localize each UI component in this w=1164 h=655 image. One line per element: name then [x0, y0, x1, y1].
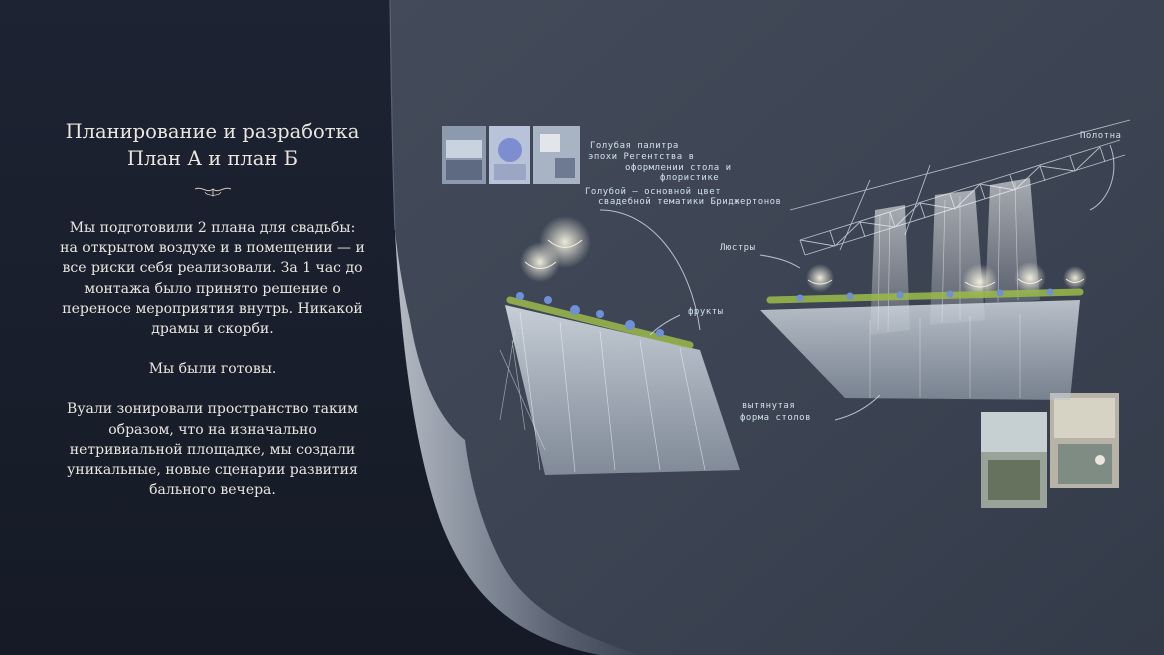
mood-photos-bottom	[981, 393, 1119, 508]
paragraph-veils: Вуали зонировали пространство таким обра…	[67, 401, 358, 499]
left-text-panel: Планирование и разработка План А и план …	[60, 118, 365, 520]
note-curtains: Полотна	[1080, 131, 1121, 141]
page-curl-highlight	[395, 230, 640, 655]
note-color-1: Голубой — основной цвет	[585, 186, 721, 197]
chandeliers-sketch	[520, 216, 1087, 300]
page-edge	[389, 0, 396, 231]
note-palette-1: Голубая палитра	[590, 140, 679, 151]
paragraph-plans: Мы подготовили 2 плана для свадьбы: на о…	[60, 220, 365, 338]
long-table-left	[499, 292, 740, 475]
note-chandeliers: Люстры	[720, 243, 756, 253]
title-line-2: План А и план Б	[127, 147, 298, 170]
annotation-arrows	[599, 144, 1115, 421]
note-tables-1: вытянутая	[742, 401, 795, 411]
note-palette-4: флористике	[660, 173, 719, 183]
page-title: Планирование и разработка План А и план …	[60, 118, 365, 172]
note-tables-2: форма столов	[740, 413, 811, 423]
note-palette-2: эпохи Регентства в	[588, 152, 695, 162]
note-color-2: свадебной тематики Бриджертонов	[598, 196, 781, 207]
mood-photos-top	[442, 126, 580, 184]
truss-sketch	[789, 119, 1131, 256]
note-palette-3: оформлении стола и	[625, 163, 732, 173]
flourish-ornament-icon	[194, 187, 231, 197]
title-line-1: Планирование и разработка	[65, 120, 360, 143]
long-table-right	[760, 288, 1084, 400]
paragraph-ready: Мы были готовы.	[148, 361, 277, 378]
note-fruits: фрукты	[688, 307, 724, 317]
